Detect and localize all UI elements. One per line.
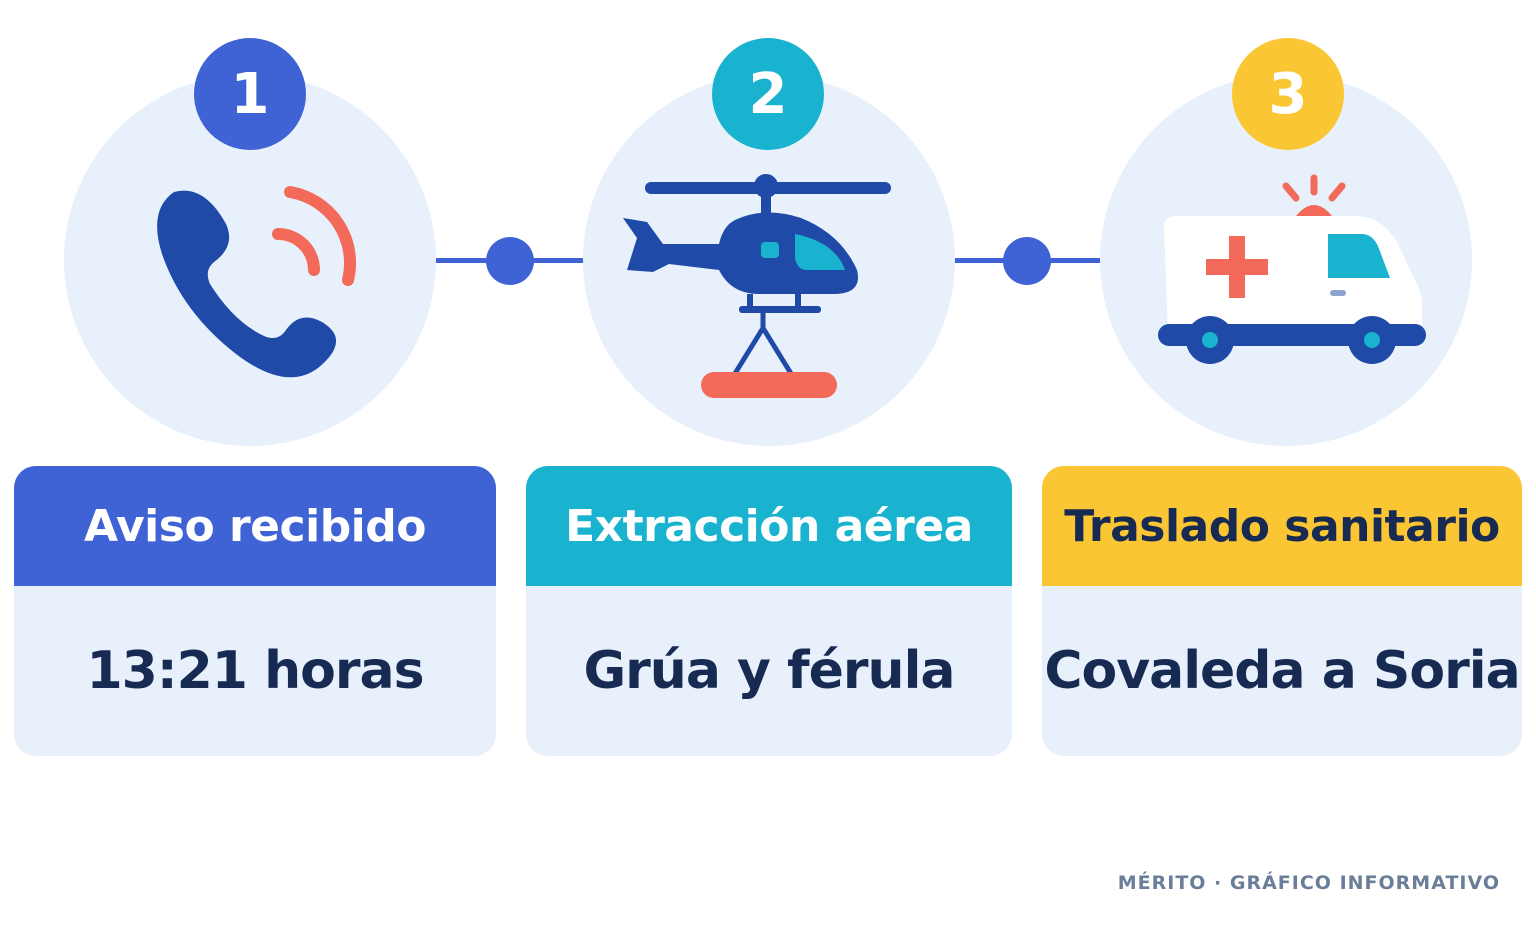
connector-dot-1 (486, 237, 534, 285)
step-2-icon-circle (583, 74, 955, 446)
step-1-detail: 13:21 horas (86, 641, 424, 701)
step-3-title: Traslado sanitario (1042, 466, 1522, 586)
step-1-badge: 1 (194, 38, 306, 150)
connector-dot-2 (1003, 237, 1051, 285)
step-3-detail: Covaleda a Soria (1044, 641, 1520, 701)
step-2-detail: Grúa y férula (583, 641, 955, 701)
step-1-card: Aviso recibido 13:21 horas (14, 466, 496, 756)
step-1-title: Aviso recibido (14, 466, 496, 586)
step-3-card: Traslado sanitario Covaleda a Soria (1042, 466, 1522, 756)
ambulance-icon (1158, 174, 1426, 364)
step-3-badge: 3 (1232, 38, 1344, 150)
step-2-title: Extracción aérea (526, 466, 1012, 586)
phone-icon (157, 186, 356, 378)
step-2-badge: 2 (712, 38, 824, 150)
helicopter-icon (623, 174, 891, 398)
footer-credit: MÉRITO · GRÁFICO INFORMATIVO (1117, 872, 1500, 894)
step-2-card: Extracción aérea Grúa y férula (526, 466, 1012, 756)
